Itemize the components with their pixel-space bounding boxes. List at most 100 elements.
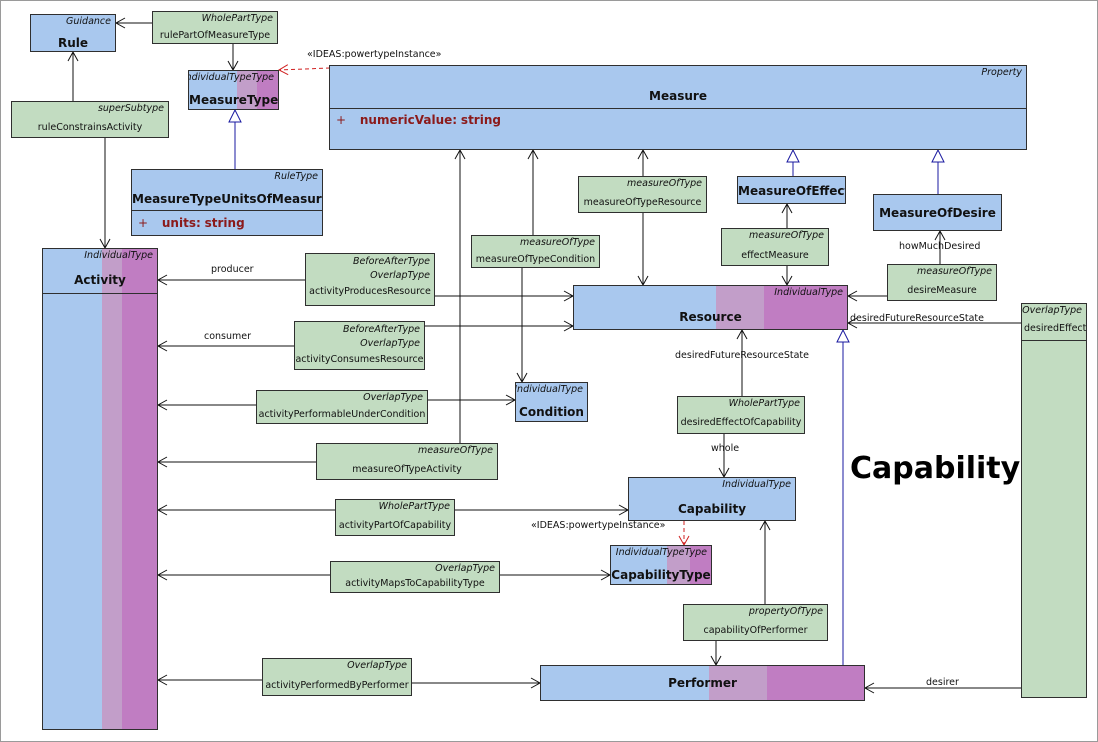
desired-effect-separator	[1022, 340, 1086, 341]
resource-band-dark	[764, 286, 847, 329]
performer-band-dark	[767, 666, 864, 700]
class-capability[interactable]: IndividualType Capability	[628, 477, 796, 521]
measure-of-effect-name: MeasureOfEffect	[738, 184, 846, 198]
capability-type-name: CapabilityType	[611, 568, 711, 582]
activity-part-of-capability-name: activityPartOfCapability	[338, 520, 452, 531]
activity-stereotype: IndividualType	[84, 250, 153, 261]
activity-performed-by-performer-name: activityPerformedByPerformer	[265, 680, 409, 691]
desired-effect-stereotype: OverlapType	[1022, 305, 1082, 316]
measure-type-band-light	[237, 71, 257, 109]
activity-produces-resource-stereotype-2: OverlapType	[370, 270, 430, 281]
assoc-desired-effect[interactable]: OverlapType desiredEffect	[1021, 303, 1087, 698]
assoc-measure-of-type-activity[interactable]: measureOfType measureOfTypeActivity	[316, 443, 498, 480]
activity-part-of-capability-stereotype: WholePartType	[378, 501, 450, 512]
class-condition[interactable]: IndividualType Condition	[515, 382, 588, 422]
desire-measure-stereotype: measureOfType	[917, 266, 992, 277]
desired-effect-name: desiredEffect	[1024, 323, 1087, 334]
activity-consumes-resource-name: activityConsumesResource	[295, 354, 424, 365]
how-much-desired-label: howMuchDesired	[899, 241, 981, 252]
assoc-effect-measure[interactable]: measureOfType effectMeasure	[721, 228, 829, 266]
desired-future-resource-state-label-right: desiredFutureResourceState	[850, 313, 985, 324]
measure-type-units-name: MeasureTypeUnitsOfMeasure	[132, 192, 323, 206]
rule-part-of-measure-type-stereotype: WholePartType	[201, 13, 273, 24]
desired-effect-of-capability-stereotype: WholePartType	[728, 398, 800, 409]
effect-measure-stereotype: measureOfType	[749, 230, 824, 241]
assoc-rule-part-of-measure-type[interactable]: WholePartType rulePartOfMeasureType	[152, 11, 278, 44]
measure-type-units-attribute: + units: string	[138, 216, 245, 230]
desired-future-resource-state-label-center: desiredFutureResourceState	[675, 350, 810, 361]
measure-of-desire-name: MeasureOfDesire	[879, 206, 996, 220]
measure-type-units-stereotype: RuleType	[274, 171, 318, 182]
resource-stereotype: IndividualType	[774, 287, 843, 298]
rule-constrains-activity-stereotype: superSubtype	[97, 103, 164, 114]
capability-of-performer-stereotype: propertyOfType	[748, 606, 823, 617]
assoc-activity-performed-by-performer[interactable]: OverlapType activityPerformedByPerformer	[262, 658, 412, 696]
assoc-rule-constrains-activity[interactable]: superSubtype ruleConstrainsActivity	[11, 101, 169, 138]
class-measure-type-units-of-measure[interactable]: RuleType MeasureTypeUnitsOfMeasure + uni…	[131, 169, 323, 236]
units-attr-name: units:	[161, 216, 201, 230]
desirer-role-label: desirer	[926, 677, 959, 688]
activity-produces-resource-name: activityProducesResource	[309, 286, 431, 297]
measure-type-stereotype: IndividualTypeType	[188, 72, 274, 83]
desire-measure-name: desireMeasure	[907, 285, 977, 296]
class-measure-type[interactable]: IndividualTypeType MeasureType	[188, 70, 279, 110]
capability-stereotype: IndividualType	[722, 479, 791, 490]
performer-band-light	[709, 666, 767, 700]
assoc-capability-of-performer[interactable]: propertyOfType capabilityOfPerformer	[683, 604, 828, 641]
measure-stereotype: Property	[981, 67, 1022, 78]
effect-measure-name: effectMeasure	[741, 250, 809, 261]
measure-of-type-condition-stereotype: measureOfType	[520, 237, 595, 248]
class-measure[interactable]: Property Measure + numericValue: string	[329, 65, 1027, 150]
assoc-measure-of-type-condition[interactable]: measureOfType measureOfTypeCondition	[471, 235, 600, 268]
assoc-desire-measure[interactable]: measureOfType desireMeasure	[887, 264, 997, 301]
activity-consumes-resource-stereotype-1: BeforeAfterType	[342, 324, 420, 335]
activity-band-dark	[122, 249, 157, 729]
class-capability-type[interactable]: IndividualTypeType CapabilityType	[610, 545, 712, 585]
performer-name: Performer	[668, 676, 737, 690]
assoc-activity-part-of-capability[interactable]: WholePartType activityPartOfCapability	[335, 499, 455, 536]
measure-of-type-activity-stereotype: measureOfType	[418, 445, 493, 456]
measure-type-units-separator	[132, 210, 322, 211]
units-attr-type: string	[204, 216, 245, 230]
assoc-activity-consumes-resource[interactable]: BeforeAfterType OverlapType activityCons…	[294, 321, 425, 370]
capability-of-performer-name: capabilityOfPerformer	[703, 625, 808, 636]
measure-of-type-resource-stereotype: measureOfType	[627, 178, 702, 189]
measure-attr-type: string	[460, 113, 501, 127]
measure-of-type-condition-name: measureOfTypeCondition	[475, 254, 596, 265]
activity-performable-under-condition-name: activityPerformableUnderCondition	[258, 409, 426, 420]
assoc-activity-performable-under-condition[interactable]: OverlapType activityPerformableUnderCond…	[256, 390, 428, 424]
assoc-activity-produces-resource[interactable]: BeforeAfterType OverlapType activityProd…	[305, 253, 435, 306]
measure-of-type-resource-name: measureOfTypeResource	[583, 197, 702, 208]
consumer-role-label: consumer	[204, 331, 252, 342]
measure-type-name: MeasureType	[189, 93, 279, 107]
activity-band-light	[102, 249, 122, 729]
rule-name: Rule	[57, 36, 89, 50]
powertype-label-measure: «IDEAS:powertypeInstance»	[307, 49, 442, 60]
activity-performed-by-performer-stereotype: OverlapType	[347, 660, 407, 671]
assoc-measure-of-type-resource[interactable]: measureOfType measureOfTypeResource	[578, 176, 707, 213]
measure-attr-name: numericValue:	[359, 113, 458, 127]
activity-consumes-resource-stereotype-2: OverlapType	[360, 338, 420, 349]
activity-performable-under-condition-stereotype: OverlapType	[363, 392, 423, 403]
class-performer[interactable]: Performer	[540, 665, 865, 701]
assoc-desired-effect-of-capability[interactable]: WholePartType desiredEffectOfCapability	[677, 396, 805, 434]
whole-role-label: whole	[711, 443, 740, 454]
diagram-title: Capability	[850, 451, 1021, 486]
assoc-activity-maps-to-capability-type[interactable]: OverlapType activityMapsToCapabilityType	[330, 561, 500, 593]
resource-band-light	[716, 286, 764, 329]
measure-name: Measure	[649, 89, 707, 103]
condition-stereotype: IndividualType	[515, 384, 583, 395]
class-resource[interactable]: IndividualType Resource	[573, 285, 848, 330]
producer-role-label: producer	[211, 264, 254, 275]
class-activity[interactable]: IndividualType Activity	[42, 248, 158, 730]
class-measure-of-effect[interactable]: MeasureOfEffect	[737, 176, 846, 204]
measure-separator	[330, 108, 1026, 109]
rule-stereotype: Guidance	[66, 16, 111, 27]
class-rule[interactable]: Guidance Rule	[30, 14, 116, 52]
condition-name: Condition	[519, 405, 584, 419]
activity-maps-to-capability-type-stereotype: OverlapType	[435, 563, 495, 574]
class-measure-of-desire[interactable]: MeasureOfDesire	[873, 194, 1002, 231]
measure-of-type-activity-name: measureOfTypeActivity	[352, 464, 462, 475]
capability-type-band-light	[667, 546, 690, 584]
resource-name: Resource	[679, 310, 742, 324]
